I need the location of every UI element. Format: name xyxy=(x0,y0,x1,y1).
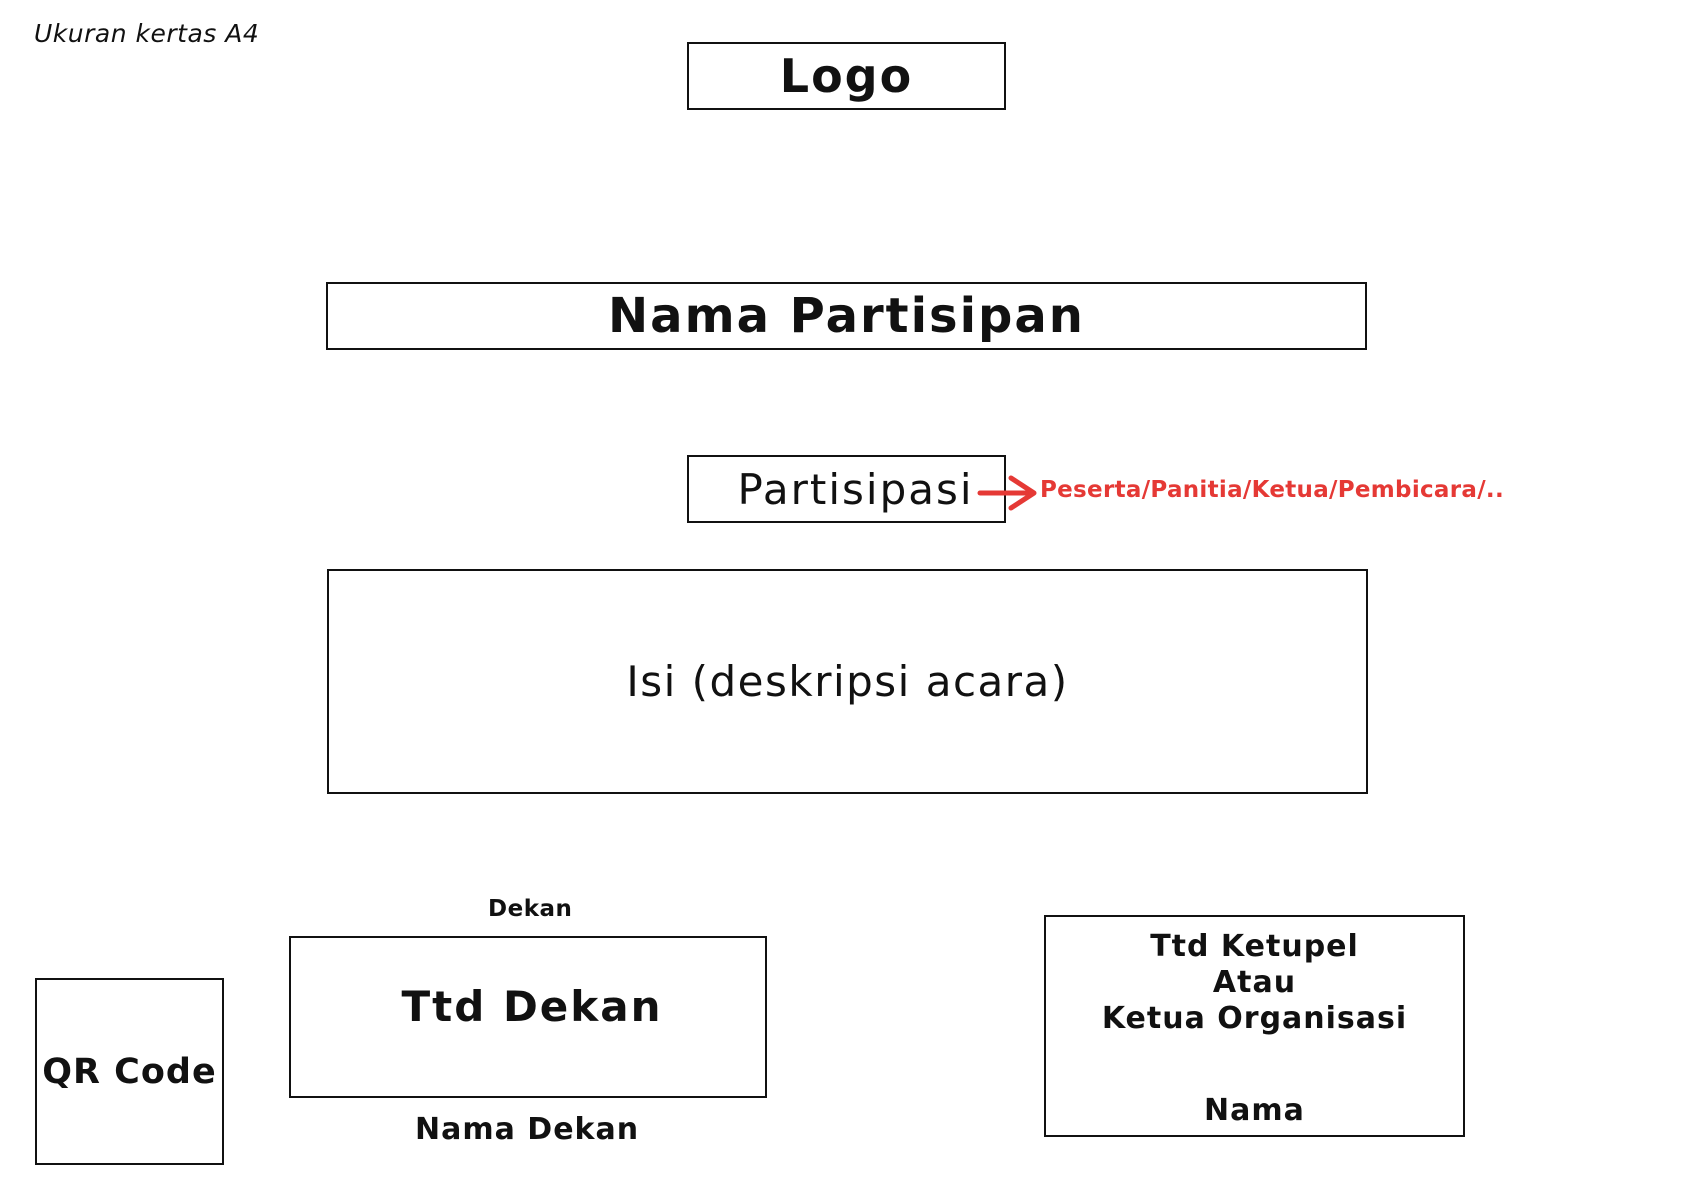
participation-note: Peserta/Panitia/Ketua/Pembicara/.. xyxy=(1040,477,1504,503)
qr-code-placeholder: QR Code xyxy=(35,978,224,1165)
participant-name-field: Nama Partisipan xyxy=(326,282,1367,350)
dean-label: Dekan xyxy=(488,896,573,922)
event-description-field: Isi (deskripsi acara) xyxy=(327,569,1368,794)
participant-name-label: Nama Partisipan xyxy=(608,288,1085,344)
dean-signature-label: Ttd Dekan xyxy=(401,982,663,1031)
participation-label: Partisipasi xyxy=(737,464,974,514)
leader-signature-line-3: Ketua Organisasi xyxy=(1101,1001,1408,1036)
leader-signature-line-2: Atau xyxy=(1212,965,1297,1000)
dean-signature-field: Ttd Dekan xyxy=(289,936,767,1098)
leader-name-label: Nama xyxy=(1204,1093,1305,1128)
dean-name-label: Nama Dekan xyxy=(415,1112,640,1147)
logo-label: Logo xyxy=(779,49,914,103)
leader-signature-title: Ttd Ketupel Atau Ketua Organisasi xyxy=(1046,929,1463,1037)
leader-signature-line-1: Ttd Ketupel xyxy=(1150,929,1359,964)
qr-code-label: QR Code xyxy=(42,1051,217,1092)
participation-field: Partisipasi xyxy=(687,455,1006,523)
logo-placeholder: Logo xyxy=(687,42,1006,110)
red-arrow-icon xyxy=(977,475,1037,511)
paper-size-label: Ukuran kertas A4 xyxy=(34,19,260,48)
leader-signature-field: Ttd Ketupel Atau Ketua Organisasi Nama xyxy=(1044,915,1465,1137)
event-description-label: Isi (deskripsi acara) xyxy=(626,657,1069,706)
